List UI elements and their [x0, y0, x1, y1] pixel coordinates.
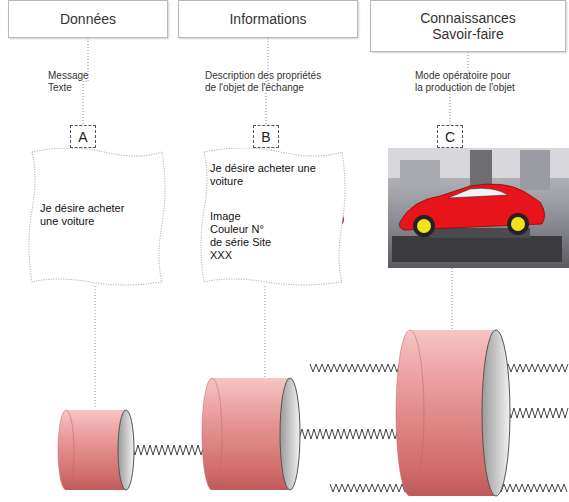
description-label: Message Texte: [48, 70, 108, 94]
category-box: Connaissances Savoir-faire: [370, 0, 566, 52]
letter-label: B: [261, 129, 270, 145]
document-border: [29, 148, 165, 285]
spring-coil: [126, 445, 210, 455]
category-title: Informations: [229, 11, 306, 27]
letter-label: C: [445, 129, 455, 145]
production-photo: [388, 148, 569, 268]
category-title: Connaissances Savoir-faire: [408, 10, 528, 42]
document-border: [201, 148, 345, 285]
cylinder: [58, 410, 134, 490]
spring-coil: [290, 429, 410, 439]
document-text: Image Couleur N° de série Site XXX: [210, 210, 272, 262]
cylinder: [396, 330, 510, 496]
document-text: Je désire acheter une voiture: [210, 162, 330, 188]
connector-line: [450, 52, 468, 125]
letter-box: C: [437, 125, 463, 148]
leader-line: [95, 286, 96, 408]
category-title: Données: [60, 11, 116, 27]
document-text: Je désire acheter une voiture: [40, 202, 132, 228]
category-box: Données: [8, 0, 168, 38]
connector-line: [266, 38, 268, 125]
cylinder: [202, 378, 300, 490]
letter-label: A: [78, 129, 87, 145]
connector-line: [83, 38, 88, 125]
letter-box: B: [253, 125, 279, 148]
leader-line: [452, 268, 453, 330]
document-shape: Je désire acheter une voitureImage Coule…: [200, 148, 346, 286]
leader-line: [265, 286, 266, 378]
document-shape: Je désire acheter une voiture: [28, 148, 166, 286]
letter-box: A: [70, 125, 96, 148]
description-label: Mode opératoire pour la production de l'…: [415, 70, 515, 94]
category-box: Informations: [178, 0, 358, 38]
